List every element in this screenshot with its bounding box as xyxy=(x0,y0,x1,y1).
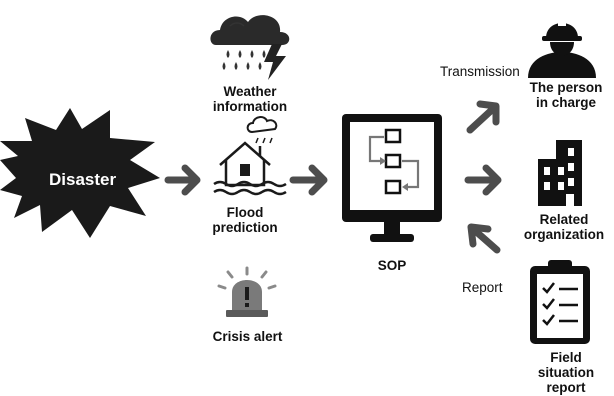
transmission-label: Transmission xyxy=(440,64,520,79)
disaster-label: Disaster xyxy=(49,170,117,189)
flooded-house-icon xyxy=(213,116,287,196)
building-icon xyxy=(538,140,582,206)
disaster-burst-icon xyxy=(0,108,160,238)
arrow-flood-to-sop xyxy=(289,164,328,196)
crisis-alert-label: Crisis alert xyxy=(212,329,283,344)
clipboard-icon xyxy=(530,260,590,344)
weather-cloud-icon xyxy=(210,15,290,80)
sop-monitor-icon xyxy=(342,114,442,242)
arrow-disaster-to-flood xyxy=(164,164,201,196)
worker-icon xyxy=(528,16,596,78)
arrow-sop-to-organization xyxy=(464,164,502,196)
siren-icon xyxy=(217,266,277,317)
arrow-sop-to-person xyxy=(466,100,500,134)
arrow-report-to-sop xyxy=(467,223,501,254)
sop-label: SOP xyxy=(377,258,407,273)
report-label: Report xyxy=(462,280,503,295)
